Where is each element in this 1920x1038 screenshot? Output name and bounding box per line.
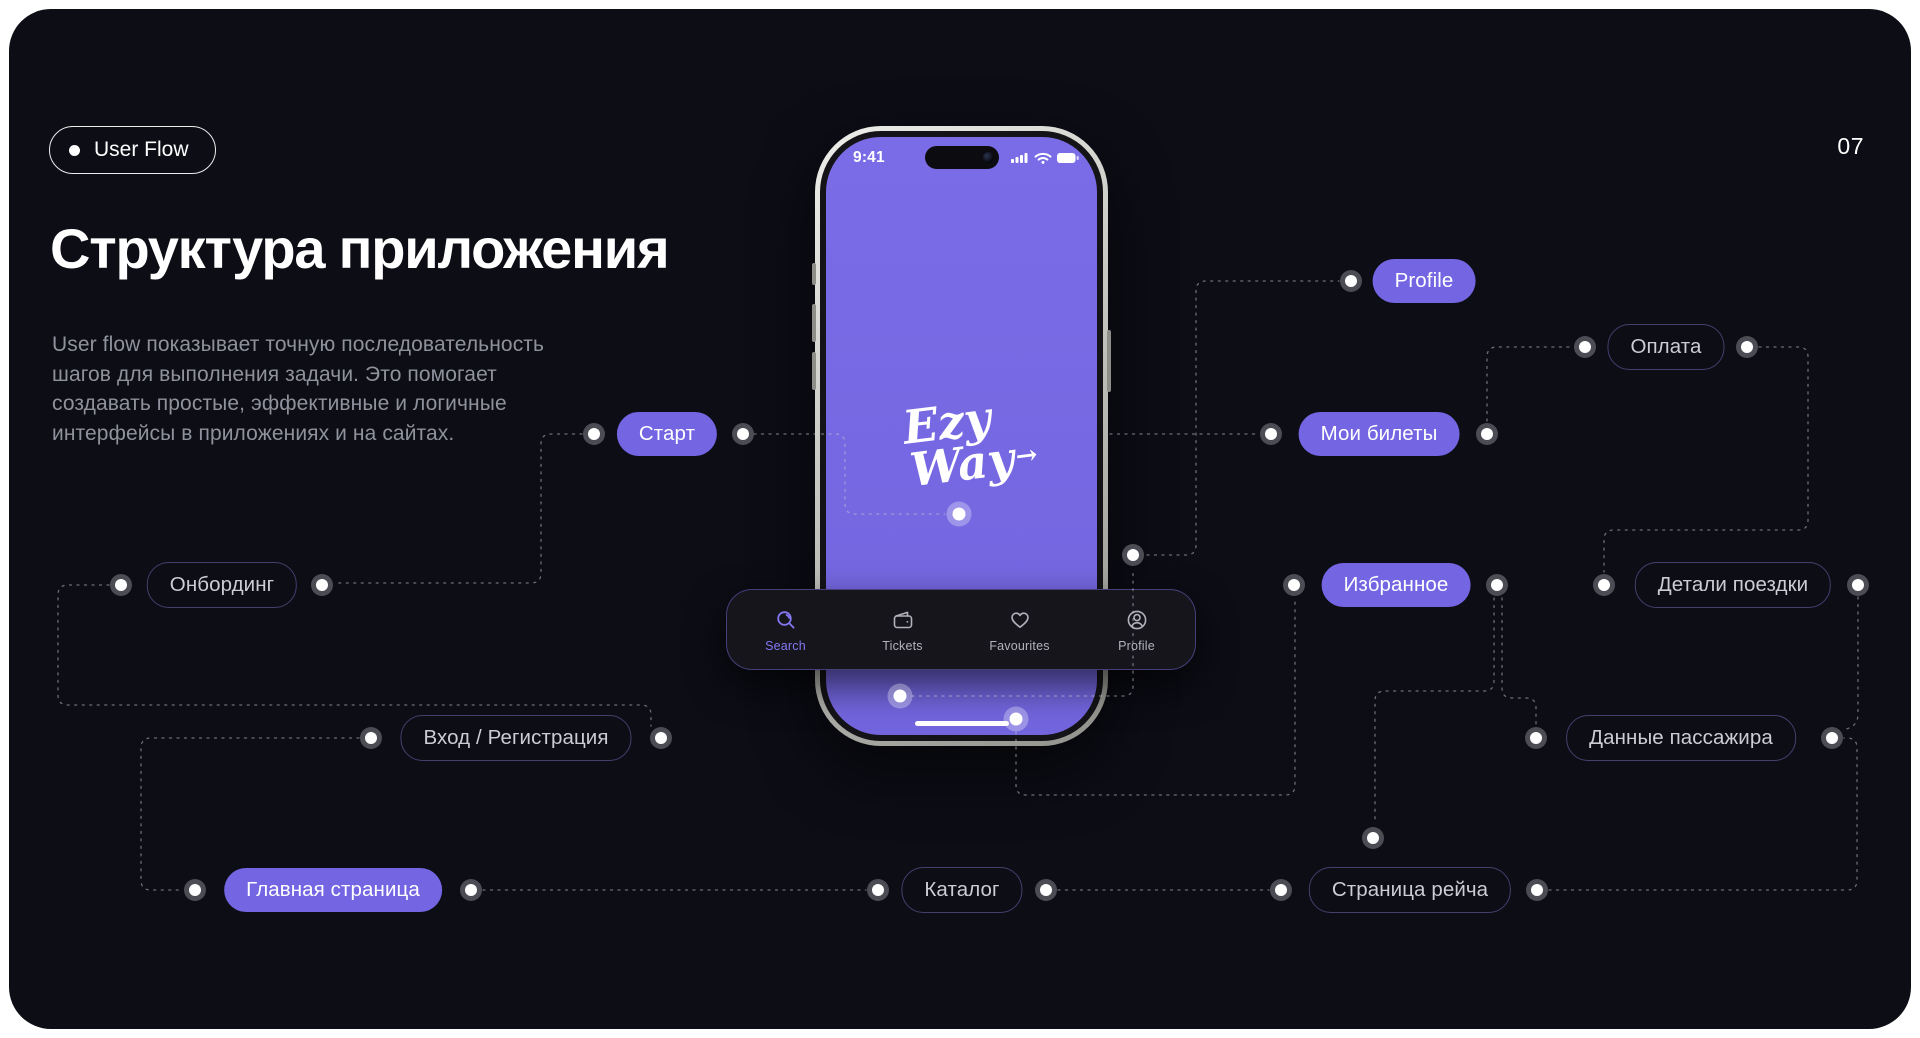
ezyway-logo: Ezy Way→ — [826, 385, 1097, 502]
flow-dot-auth-left — [365, 732, 377, 744]
page-description: User flow показывает точную последовател… — [52, 333, 545, 445]
page-title: Структура приложения — [50, 217, 670, 280]
phone-volume-down-button — [812, 352, 816, 390]
flow-dot-favourites-right — [1491, 579, 1503, 591]
search-icon — [774, 607, 798, 633]
tab-favourites[interactable]: Favourites — [961, 590, 1078, 669]
logo-arrow-icon: → — [1014, 440, 1040, 473]
user-flow-badge: User Flow — [49, 126, 216, 174]
flow-dot-my-tickets-right — [1481, 428, 1493, 440]
flow-dot-screen-bottom-right — [1009, 712, 1023, 726]
badge-dot-icon — [69, 144, 80, 156]
flow-dot-home-left — [189, 884, 201, 896]
camera-icon — [982, 152, 994, 163]
flow-dot-screen-bottom-left — [893, 689, 907, 703]
status-icons — [1011, 151, 1079, 170]
flow-dot-payment-right — [1741, 341, 1753, 353]
flow-dot-passenger-right — [1826, 732, 1838, 744]
heart-icon — [1008, 607, 1032, 633]
flow-dot-onboarding-left — [115, 579, 127, 591]
flow-dot-waypoint-phone-right — [1127, 549, 1139, 561]
phone-tab-bar: Search Tickets Favourites Profile — [726, 589, 1196, 670]
phone-volume-up-button — [812, 304, 816, 342]
flow-dot-catalog-left — [872, 884, 884, 896]
flow-node-favourites[interactable]: Избранное — [1321, 563, 1471, 607]
flow-dot-profile-left — [1345, 275, 1357, 287]
flow-node-profile[interactable]: Profile — [1372, 259, 1476, 303]
flow-dot-payment-left — [1579, 341, 1591, 353]
tab-profile[interactable]: Profile — [1078, 590, 1195, 669]
flow-node-trip-details[interactable]: Детали поездки — [1634, 562, 1832, 608]
flow-dot-onboarding-right — [316, 579, 328, 591]
flow-node-start[interactable]: Старт — [616, 412, 718, 456]
flow-node-catalog[interactable]: Каталог — [901, 867, 1023, 913]
flow-node-trip-page[interactable]: Страница рейча — [1308, 867, 1512, 913]
flow-dot-start-left — [588, 428, 600, 440]
flow-dot-auth-right — [655, 732, 667, 744]
flow-dot-catalog-right — [1040, 884, 1052, 896]
flow-node-my-tickets[interactable]: Мои билеты — [1298, 412, 1460, 456]
tab-search[interactable]: Search — [727, 590, 844, 669]
flow-dot-passenger-left — [1530, 732, 1542, 744]
flow-dot-screen-center — [952, 507, 966, 521]
battery-full-icon — [1057, 153, 1079, 163]
flow-dot-home-right — [465, 884, 477, 896]
flow-dot-favourites-left — [1288, 579, 1300, 591]
flow-node-payment[interactable]: Оплата — [1607, 324, 1725, 370]
flow-dot-trip-details-left — [1598, 579, 1610, 591]
flow-node-auth[interactable]: Вход / Регистрация — [400, 715, 632, 761]
tab-label: Favourites — [989, 638, 1050, 653]
wifi-icon — [1034, 152, 1052, 164]
wallet-icon — [891, 607, 915, 633]
flow-node-onboarding[interactable]: Онбординг — [146, 562, 298, 608]
tab-label: Tickets — [882, 638, 923, 653]
flow-dot-start-right — [737, 428, 749, 440]
status-time: 9:41 — [853, 149, 885, 166]
flow-node-passenger-data[interactable]: Данные пассажира — [1566, 715, 1796, 761]
flow-dot-trip-page-left — [1275, 884, 1287, 896]
home-indicator[interactable] — [914, 721, 1009, 726]
signal-bars-icon — [1011, 153, 1028, 163]
flow-dot-trip-details-right — [1852, 579, 1864, 591]
badge-label: User Flow — [94, 138, 189, 161]
flow-dot-waypoint-trip-top — [1367, 832, 1379, 844]
dynamic-island — [924, 146, 999, 169]
page-number: 07 — [1837, 133, 1864, 159]
tab-tickets[interactable]: Tickets — [844, 590, 961, 669]
phone-mute-button — [812, 263, 816, 285]
tab-label: Profile — [1118, 638, 1155, 653]
flow-node-home[interactable]: Главная страница — [224, 868, 442, 912]
phone-power-button — [1107, 330, 1111, 392]
flow-dot-trip-page-right — [1531, 884, 1543, 896]
person-icon — [1125, 607, 1149, 633]
flow-dot-my-tickets-left — [1265, 428, 1277, 440]
tab-label: Search — [765, 638, 806, 653]
